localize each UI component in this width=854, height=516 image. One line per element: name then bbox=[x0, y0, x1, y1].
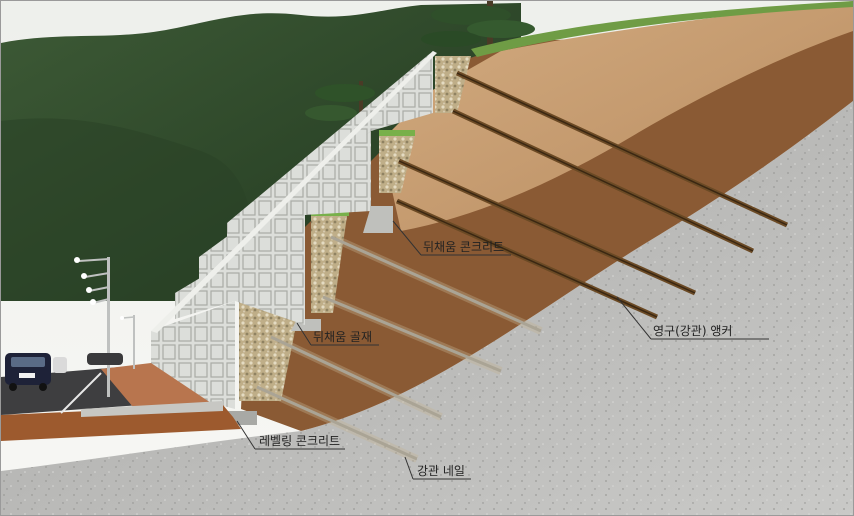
road-marking bbox=[60, 372, 102, 414]
foreground-forest bbox=[1, 118, 254, 301]
backfill-concrete-block bbox=[363, 206, 393, 233]
gravel-backfill bbox=[435, 56, 471, 113]
label-backfill-aggregate: 뒤채움 골재 bbox=[313, 330, 372, 344]
street-lamp-icon bbox=[74, 257, 110, 397]
label-leveling-concrete: 레벨링 콘크리트 bbox=[259, 434, 340, 448]
front-soil bbox=[1, 405, 241, 441]
curb bbox=[81, 401, 223, 417]
label-backfill-concrete: 뒤채움 콘크리트 bbox=[423, 240, 504, 254]
car-icon bbox=[5, 353, 51, 391]
leader-lines bbox=[236, 220, 769, 480]
ground-anchors bbox=[395, 70, 789, 320]
wall-tier-2 bbox=[175, 215, 305, 325]
soil-layer bbox=[241, 31, 853, 431]
rock-texture bbox=[1, 101, 853, 515]
sidewalk bbox=[101, 363, 211, 407]
crest-grass bbox=[471, 1, 853, 57]
gravel-backfill bbox=[239, 301, 301, 401]
steel-nails bbox=[255, 233, 543, 463]
pine-tree-icon bbox=[305, 81, 375, 141]
car-icon bbox=[53, 353, 123, 373]
wall-tier-4 bbox=[227, 51, 433, 247]
label-steel-nail: 강관 네일 bbox=[417, 464, 465, 478]
wall-edge-highlight bbox=[151, 51, 437, 333]
terrace-grass bbox=[379, 130, 415, 136]
pine-tree-icon bbox=[421, 1, 535, 47]
label-ground-anchor: 영구(강관) 앵커 bbox=[653, 324, 732, 338]
gravel-backfill bbox=[379, 136, 415, 193]
street-lamp-icon bbox=[120, 315, 135, 369]
upper-soil-layer bbox=[381, 1, 853, 231]
